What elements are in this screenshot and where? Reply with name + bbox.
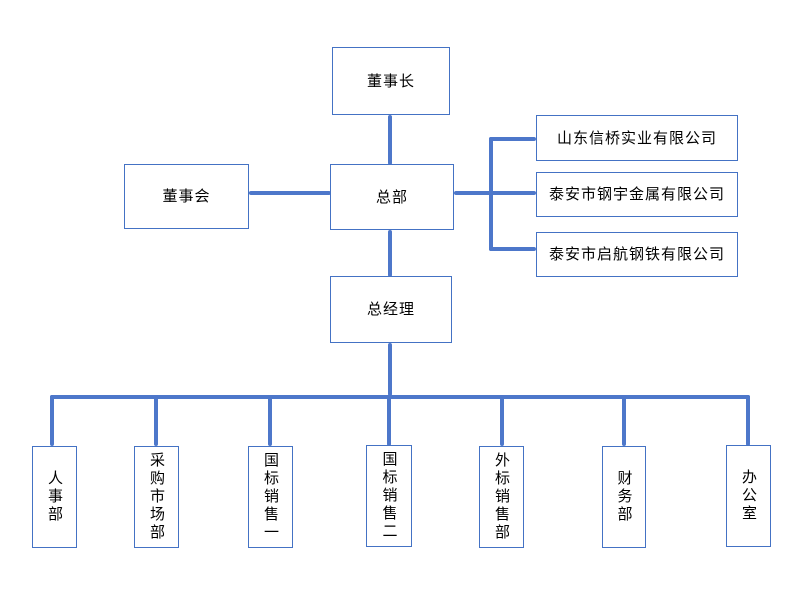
connector-dept-trunk bbox=[50, 395, 750, 399]
connector-drop-dept-2 bbox=[154, 395, 158, 446]
connector-hq-gm bbox=[388, 230, 392, 277]
connector-drop-dept-5 bbox=[500, 395, 504, 446]
node-company-2: 泰安市钢宇金属有限公司 bbox=[536, 172, 738, 217]
connector-hq-bracket bbox=[454, 191, 536, 195]
connector-chairman-hq bbox=[388, 115, 392, 165]
node-general-manager: 总经理 bbox=[330, 276, 452, 343]
connector-bracket-top-stub bbox=[489, 137, 536, 141]
node-department-3: 国标销售一 bbox=[248, 446, 293, 548]
node-company-3: 泰安市启航钢铁有限公司 bbox=[536, 232, 738, 277]
connector-drop-dept-3 bbox=[268, 395, 272, 446]
connector-bracket-vertical bbox=[489, 137, 493, 251]
node-department-6: 财务部 bbox=[602, 446, 646, 548]
connector-bracket-bottom-stub bbox=[489, 247, 536, 251]
node-department-2: 采购市场部 bbox=[134, 446, 179, 548]
connector-drop-dept-4 bbox=[387, 395, 391, 446]
node-department-5: 外标销售部 bbox=[479, 446, 524, 548]
connector-drop-dept-6 bbox=[622, 395, 626, 446]
node-department-7: 办公室 bbox=[726, 445, 771, 547]
node-chairman: 董事长 bbox=[332, 47, 450, 115]
node-department-1: 人事部 bbox=[32, 446, 77, 548]
connector-drop-dept-1 bbox=[50, 395, 54, 446]
connector-board-hq bbox=[249, 191, 331, 195]
node-department-4: 国标销售二 bbox=[366, 445, 412, 547]
connector-drop-dept-7 bbox=[746, 395, 750, 446]
connector-gm-trunk bbox=[388, 343, 392, 396]
node-headquarters: 总部 bbox=[330, 164, 454, 230]
node-company-1: 山东信桥实业有限公司 bbox=[536, 115, 738, 161]
node-board: 董事会 bbox=[124, 164, 249, 229]
